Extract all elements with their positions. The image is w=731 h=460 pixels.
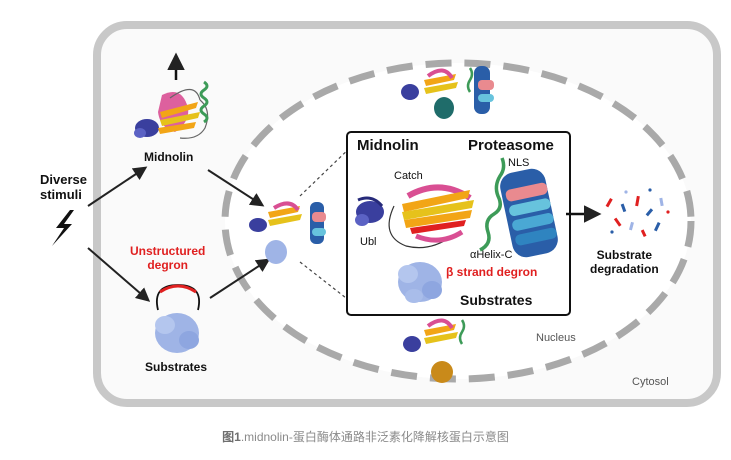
label-midnolin-left: Midnolin — [144, 150, 194, 164]
panel-label-substrates: Substrates — [460, 292, 533, 308]
arrow-substrate-to-complex — [209, 258, 271, 299]
midnolin-free-structure — [134, 80, 209, 139]
label-catch: Catch — [394, 170, 423, 182]
label-diverse-stimuli: Diverse stimuli — [40, 172, 87, 202]
label-substrate-degradation: Substrate degradation — [590, 248, 659, 276]
complex-top — [401, 66, 494, 119]
ubl-domain — [355, 196, 384, 226]
panel-title-proteasome: Proteasome — [468, 137, 554, 154]
proteasome — [500, 168, 558, 258]
arrow-midnolin-to-complex — [207, 169, 265, 207]
figure-caption-text: .midnolin-蛋白酶体通路非泛素化降解核蛋白示意图 — [240, 430, 509, 444]
substrate-panel — [398, 262, 442, 303]
helix-c — [479, 157, 506, 252]
label-cytosol: Cytosol — [632, 376, 669, 388]
label-beta-strand-degron: β strand degron — [446, 265, 538, 279]
label-unstructured-degron: Unstructured degron — [130, 244, 206, 272]
figure-caption: 图1.midnolin-蛋白酶体通路非泛素化降解核蛋白示意图 — [0, 428, 731, 445]
zoom-line-top — [299, 142, 356, 197]
substrate-with-degron — [155, 284, 200, 353]
catch-domain — [388, 184, 474, 249]
arrow-stimuli-to-midnolin — [87, 166, 148, 207]
complex-bottom — [403, 318, 466, 383]
arrow-stimuli-to-substrates — [87, 247, 151, 302]
complex-small-left — [249, 201, 326, 264]
degraded-fragments — [605, 188, 670, 238]
lightning-bolt-icon — [52, 210, 74, 246]
label-ahelix-c: αHelix-C — [470, 249, 513, 261]
label-ubl: Ubl — [360, 236, 377, 248]
label-substrates-left: Substrates — [145, 360, 208, 374]
label-nls: NLS — [508, 157, 530, 169]
figure-caption-prefix: 图1 — [222, 430, 241, 444]
panel-title-midnolin: Midnolin — [357, 137, 419, 154]
label-nucleus: Nucleus — [536, 332, 576, 344]
